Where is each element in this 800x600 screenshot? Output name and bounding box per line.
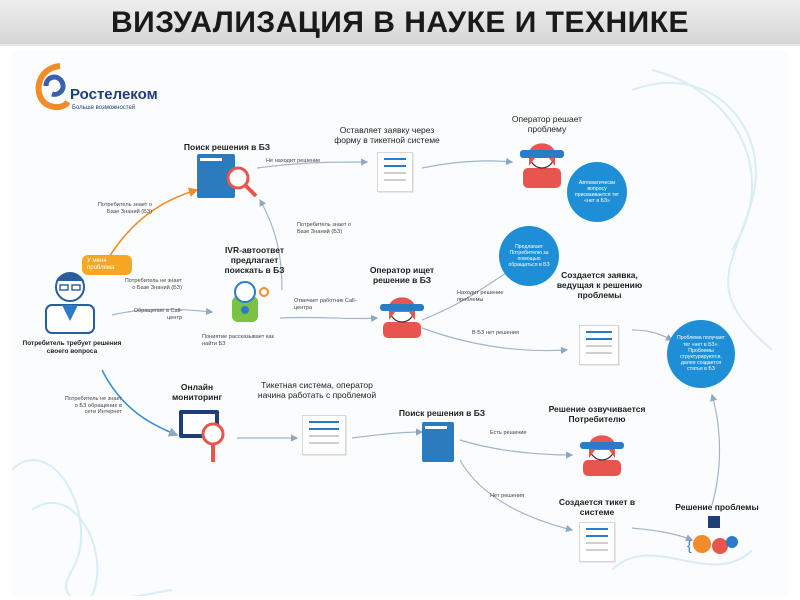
gears-icon: { [687,516,738,554]
operator-female-icon [520,143,564,188]
operator-solves-title: Оператор решает проблему [511,114,583,134]
edge-explains: Пониятие рассказывает как найти БЗ [202,334,274,347]
ivr-title: IVR-автоответ предлагает поискать в БЗ [224,245,285,275]
process-diagram: Ростелеком Больше возможностей У меня пр… [12,50,788,596]
svg-text:{: { [687,537,692,553]
edge-no-solution: Нет решения [490,493,525,499]
rostelecom-logo-icon [35,63,71,110]
suggest-bubble: Предлагает Потребителю за помощью обраща… [499,226,559,286]
ticket-system-start-title: Тикетная система, оператор начина работа… [257,380,377,400]
logo-name: Ростелеком [70,86,158,103]
edge-not-knows-kb: Потребитель не знает о Базе Знаний (БЗ) [124,278,182,291]
problem-speech-bubble: У меня проблема [82,255,132,275]
structured-bubble: Проблема получает тег «нет в БЗ». Пробле… [667,320,735,388]
ticket-system-document-icon [302,415,346,455]
online-monitoring-title: Онлайн мониторинг [171,382,223,402]
slide-title: ВИЗУАЛИЗАЦИЯ В НАУКЕ И ТЕХНИКЕ [110,6,690,39]
knowledge-base-book-bottom-icon [422,422,454,462]
request-created-title: Создается заявка, ведущая к решению проб… [556,270,643,300]
edge-call-center: Обращение в Call-центр [133,308,182,321]
edge-answered-by: Отвечает работник Call-центра [294,298,357,311]
decorative-swirls [12,69,773,596]
consumer-caption: Потребитель требует решения своего вопро… [22,340,122,355]
search-kb-top-title: Поиск решения в БЗ [183,142,271,152]
problem-solved-title: Решение проблемы [675,502,759,512]
consumer-icon [45,272,95,334]
solution-voiced-title: Решение озвучивается Потребителю [548,404,646,424]
title-banner: ВИЗУАЛИЗАЦИЯ В НАУКЕ И ТЕХНИКЕ [0,0,800,46]
edge-knows-kb: Потребитель знает о Базе Знаний (БЗ) [97,202,152,215]
monitor-magnifier-icon [179,410,225,462]
ticket-form-title: Оставляет заявку через форму в тикетной … [334,125,440,145]
request-document-icon [579,325,619,365]
operator-searches-title: Оператор ищет решение в БЗ [369,265,435,285]
operator-voicing-icon [580,435,624,476]
edge-not-in-kb: В БЗ нет решения [472,330,520,336]
auto-answer-bubble: Автоматически вопросу присваивается тег … [567,162,627,222]
edge-not-found: Не находит решение [266,158,321,164]
knowledge-base-book-icon [197,154,235,198]
ticket-document-icon [377,152,413,192]
edge-finds-solution: Находит решение проблемы [457,290,504,303]
flow-arrows [101,157,721,542]
robot-icon [232,281,269,322]
edge-not-knows-internet: Потребитель не знает о БЗ обращение в се… [64,396,122,416]
logo-tagline: Больше возможностей [72,105,136,111]
search-kb-bottom-title: Поиск решения в БЗ [398,408,486,418]
operator-searching-icon [380,297,424,338]
ticket-created-document-icon [579,522,615,562]
ticket-created-title: Создается тикет в системе [558,497,636,517]
magnifier-icon [226,166,258,198]
edge-has-solution: Есть решение [490,430,527,436]
edge-knows-kb-2: Потребитель знает о Базе Знаний (БЗ) [297,222,352,235]
